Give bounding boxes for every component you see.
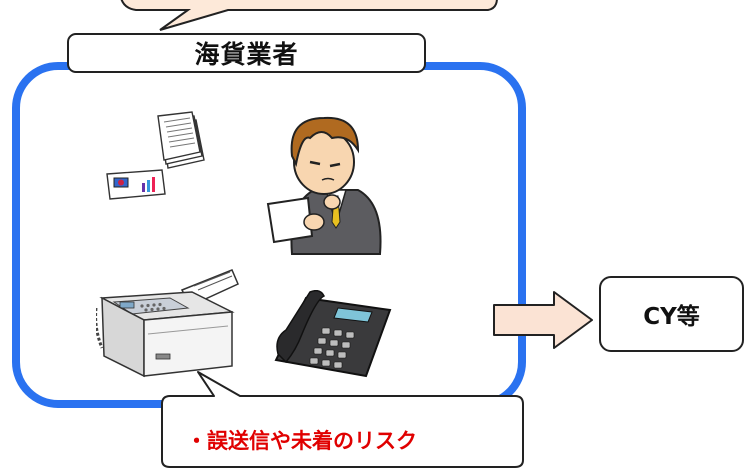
telephone-icon	[274, 290, 392, 378]
risk-text: ・誤送信や未着のリスク	[186, 429, 417, 453]
fax-machine-icon	[96, 269, 239, 378]
businessman-reading-icon	[266, 116, 382, 255]
header-title: 海貨業者	[194, 40, 299, 69]
documents-icon	[157, 111, 205, 169]
chart-card-icon	[106, 169, 166, 200]
cy-label: CY等	[643, 304, 700, 330]
right-arrow-icon	[493, 291, 593, 349]
freight-forwarder-header: 海貨業者	[67, 33, 426, 73]
top-speech-bubble	[120, 0, 498, 31]
risk-callout	[161, 371, 524, 468]
cy-destination-box: CY等	[599, 276, 744, 352]
